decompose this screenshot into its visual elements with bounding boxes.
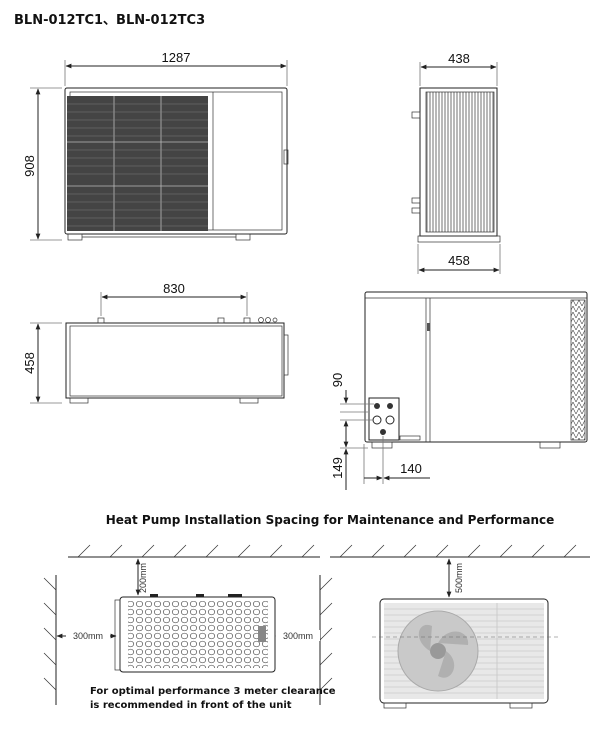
top-depth-dimension: 458	[22, 352, 37, 374]
clearance-rear-top-label: 500mm	[454, 563, 464, 593]
rear-dim-149: 149	[330, 457, 345, 479]
front-height-dimension: 908	[22, 155, 37, 177]
rear-dim-140: 140	[400, 461, 422, 476]
front-unit-outline	[379, 598, 549, 704]
top-span-dimension: 830	[163, 281, 185, 296]
side-top-dimension: 438	[448, 51, 470, 66]
fan-grille	[67, 96, 208, 231]
section-title: Heat Pump Installation Spacing for Maint…	[106, 513, 555, 527]
clearance-top-label: 200mm	[138, 563, 148, 593]
unit-grille	[128, 601, 268, 668]
side-view: 438 458	[411, 51, 501, 274]
front-width-dimension: 1287	[162, 50, 191, 65]
side-grille	[426, 92, 494, 232]
clearance-note-line1: For optimal performance 3 meter clearanc…	[90, 686, 336, 697]
clearance-plan-view: 200mm 300mm 300mm For optimal performanc…	[43, 544, 336, 711]
front-view: 1287 908	[22, 50, 289, 241]
model-title: BLN-012TC1、BLN-012TC3	[14, 13, 205, 28]
rear-view: 90 149 140	[330, 291, 588, 490]
top-view: 830 458	[22, 281, 289, 404]
clearance-left-label: 300mm	[73, 631, 103, 641]
rear-dim-90: 90	[330, 373, 345, 387]
side-bottom-dimension: 458	[448, 253, 470, 268]
clearance-note-line2: is recommended in front of the unit	[90, 700, 292, 711]
clearance-right-label: 300mm	[283, 631, 313, 641]
clearance-front-view: 500mm	[330, 544, 590, 709]
connection-panel	[368, 397, 400, 441]
rear-side-grille	[571, 300, 585, 440]
